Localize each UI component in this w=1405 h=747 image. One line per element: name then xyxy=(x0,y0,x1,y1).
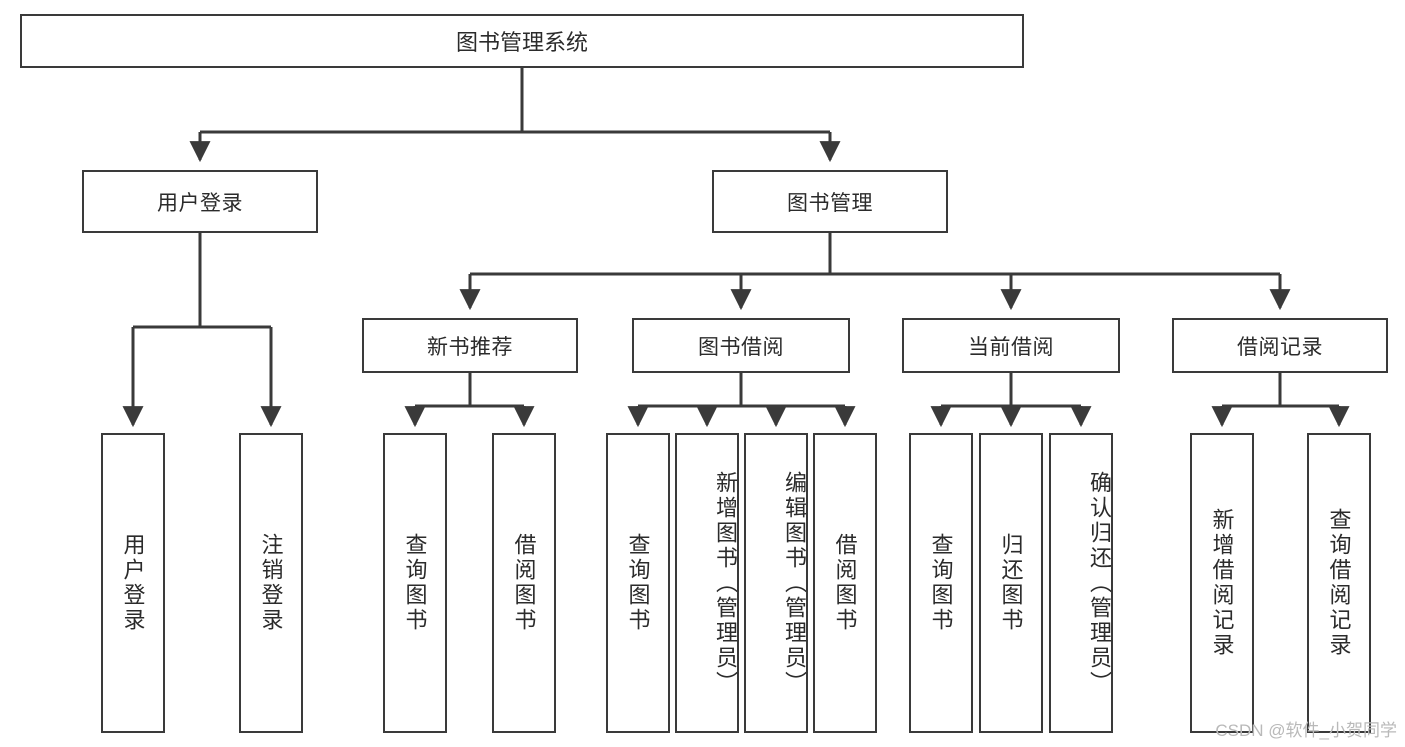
node-label: 借阅记录 xyxy=(1237,335,1323,359)
node-root-book-management-system[interactable]: 图书管理系统 xyxy=(20,14,1024,68)
node-label: 确认归还（管理员） xyxy=(1087,470,1112,696)
node-label: 归还图书 xyxy=(998,533,1024,633)
leaf-return-book[interactable]: 归还图书 xyxy=(979,433,1043,733)
node-current-borrow[interactable]: 当前借阅 xyxy=(902,318,1120,373)
node-label: 借阅图书 xyxy=(832,533,858,633)
node-label: 新增借阅记录 xyxy=(1209,508,1235,658)
node-label: 查询图书 xyxy=(928,533,954,633)
node-label: 新书推荐 xyxy=(427,335,513,359)
node-label: 借阅图书 xyxy=(511,533,537,633)
node-label: 查询借阅记录 xyxy=(1326,508,1352,658)
node-borrow-record[interactable]: 借阅记录 xyxy=(1172,318,1388,373)
leaf-edit-book[interactable]: 编辑图书（管理员） xyxy=(744,433,808,733)
node-label: 查询图书 xyxy=(625,533,651,633)
leaf-add-book[interactable]: 新增图书（管理员） xyxy=(675,433,739,733)
node-label: 当前借阅 xyxy=(968,335,1054,359)
leaf-borrow-book-recommend[interactable]: 借阅图书 xyxy=(492,433,556,733)
node-label: 图书借阅 xyxy=(698,335,784,359)
node-label: 用户登录 xyxy=(157,191,243,215)
node-label: 图书管理 xyxy=(787,191,873,215)
node-book-management[interactable]: 图书管理 xyxy=(712,170,948,233)
node-label: 注销登录 xyxy=(258,533,284,633)
node-new-book-recommend[interactable]: 新书推荐 xyxy=(362,318,578,373)
watermark-text: CSDN @软件_小贺同学 xyxy=(1215,721,1397,740)
leaf-query-book-current[interactable]: 查询图书 xyxy=(909,433,973,733)
node-user-login[interactable]: 用户登录 xyxy=(82,170,318,233)
node-label: 图书管理系统 xyxy=(455,30,588,55)
leaf-user-login[interactable]: 用户登录 xyxy=(101,433,165,733)
leaf-borrow-book[interactable]: 借阅图书 xyxy=(813,433,877,733)
leaf-add-borrow-record[interactable]: 新增借阅记录 xyxy=(1190,433,1254,733)
leaf-query-book-borrow[interactable]: 查询图书 xyxy=(606,433,670,733)
node-label: 新增图书（管理员） xyxy=(713,470,738,696)
node-label: 用户登录 xyxy=(120,533,146,633)
leaf-query-borrow-record[interactable]: 查询借阅记录 xyxy=(1307,433,1371,733)
leaf-logout-login[interactable]: 注销登录 xyxy=(239,433,303,733)
node-book-borrow[interactable]: 图书借阅 xyxy=(632,318,850,373)
leaf-confirm-return[interactable]: 确认归还（管理员） xyxy=(1049,433,1113,733)
node-label: 查询图书 xyxy=(402,533,428,633)
node-label: 编辑图书（管理员） xyxy=(782,470,807,696)
leaf-query-book-recommend[interactable]: 查询图书 xyxy=(383,433,447,733)
